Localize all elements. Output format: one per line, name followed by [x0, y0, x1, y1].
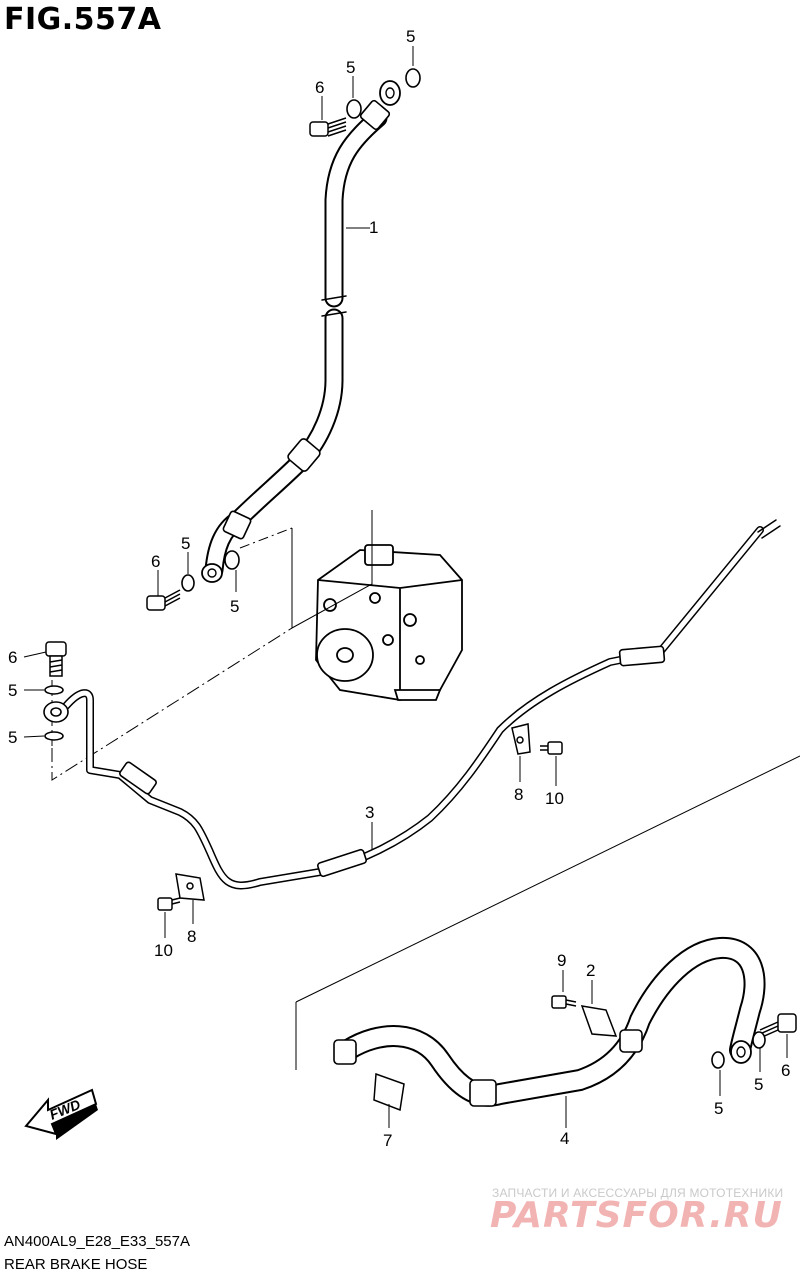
reference-lines [51, 510, 800, 1070]
washer-5-mid-b [224, 550, 240, 570]
bolt-6-right [759, 1013, 797, 1039]
callout-number: 7 [383, 1131, 392, 1150]
watermark-tagline: ЗАПЧАСТИ И АКСЕССУАРЫ ДЛЯ МОТОТЕХНИКИ [492, 1186, 784, 1200]
clamp-8-left [175, 873, 205, 901]
bolt-6-mid [146, 589, 181, 611]
bolt-6-top [309, 117, 347, 137]
hose-1 [201, 80, 401, 583]
callout-number: 1 [369, 218, 378, 237]
callout-number: 3 [365, 803, 374, 822]
washer-5-left-b [44, 731, 64, 741]
callout-leaders [23, 46, 788, 1128]
bolt-9 [551, 995, 577, 1009]
callout-number: 5 [230, 597, 239, 616]
bolt-6-left [45, 641, 67, 677]
callout-number: 2 [586, 961, 595, 980]
pipe-3 [62, 519, 781, 890]
washer-5-right-a [752, 1031, 766, 1049]
washer-5-left-a [44, 685, 64, 695]
washer-5-top-b [405, 68, 421, 88]
clip-7 [373, 1072, 405, 1112]
fwd-arrow-badge: FWD [24, 1088, 98, 1140]
callout-numbers: 5 5 6 1 6 5 5 6 5 5 3 8 10 10 8 9 2 6 5 … [8, 27, 790, 1150]
bolt-10-left [157, 897, 181, 911]
callout-number: 8 [187, 927, 196, 946]
callout-number: 9 [557, 951, 566, 970]
callout-number: 5 [754, 1075, 763, 1094]
bolt-10-right [540, 741, 563, 755]
watermark-logo: PARTSFOR.RU [490, 1195, 783, 1236]
callout-number: 5 [8, 728, 17, 747]
figure-title: FIG.557A [4, 2, 162, 37]
bracket-2 [580, 1005, 618, 1037]
callout-number: 4 [560, 1129, 569, 1148]
callout-number: 6 [151, 552, 160, 571]
callout-number: 10 [545, 789, 564, 808]
callout-number: 8 [514, 785, 523, 804]
diagram-description: REAR BRAKE HOSE [4, 1256, 148, 1273]
callout-number: 5 [8, 681, 17, 700]
clamp-8-right [511, 723, 531, 755]
abs-unit [315, 544, 463, 701]
callout-number: 5 [346, 58, 355, 77]
diagram-code: AN400AL9_E28_E33_557A [4, 1233, 190, 1250]
callout-number: 6 [781, 1061, 790, 1080]
callout-number: 10 [154, 941, 173, 960]
callout-number: 5 [406, 27, 415, 46]
hose-4 [333, 937, 766, 1107]
callout-number: 6 [315, 78, 324, 97]
washer-5-top-a [346, 99, 362, 119]
washer-5-right-b [711, 1051, 725, 1069]
callout-number: 6 [8, 648, 17, 667]
banjo-left [43, 701, 69, 723]
callout-number: 5 [714, 1099, 723, 1118]
fwd-arrow-icon [24, 1088, 98, 1136]
washer-5-mid-a [181, 574, 195, 592]
callout-number: 5 [181, 534, 190, 553]
